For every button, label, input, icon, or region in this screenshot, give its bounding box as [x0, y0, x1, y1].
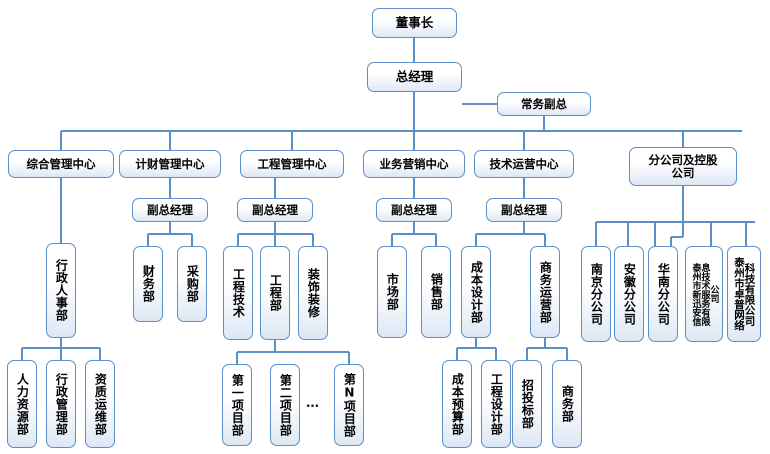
node-engineering-dept[interactable]: 工程部	[260, 246, 290, 340]
node-center-general-management[interactable]: 综合管理中心	[8, 150, 114, 178]
node-project-dept-2[interactable]: 第二项目部	[270, 364, 300, 446]
branch-zhuopu-line-1: 泰州市卓普网络	[733, 257, 745, 331]
node-branch-huanan[interactable]: 华南分公司	[648, 246, 678, 342]
node-center-business-marketing[interactable]: 业务营销中心	[363, 150, 465, 178]
node-hr-dept[interactable]: 人力资源部	[7, 360, 37, 448]
node-vice-gm-finance[interactable]: 副总经理	[132, 198, 208, 222]
node-cost-design-dept[interactable]: 成本设计部	[461, 246, 491, 338]
node-business-dept[interactable]: 商务部	[552, 360, 582, 448]
node-bidding-dept[interactable]: 招投标部	[512, 360, 542, 448]
branch-holding-line-1: 分公司及控股	[648, 153, 718, 168]
node-vice-gm-engineering[interactable]: 副总经理	[237, 198, 313, 222]
node-engineering-tech-dept[interactable]: 工程技术	[223, 246, 253, 340]
project-dept-ellipsis: …	[306, 396, 320, 411]
node-executive-vice-president[interactable]: 常务副总	[497, 92, 591, 116]
node-qualification-ops-dept[interactable]: 资质运维部	[85, 360, 115, 448]
node-business-operations-dept[interactable]: 商务运营部	[530, 246, 560, 338]
node-market-dept[interactable]: 市场部	[377, 246, 407, 338]
node-decoration-dept[interactable]: 装饰装修	[298, 246, 328, 340]
node-center-finance-management[interactable]: 计财管理中心	[119, 150, 221, 178]
node-branch-anhui[interactable]: 安徽分公司	[614, 246, 644, 342]
branch-zhuopu-line-2: 科技有限公司	[743, 262, 756, 326]
branch-xinxun-line-1: 泰州市新迅安信	[690, 262, 701, 326]
node-center-tech-operations[interactable]: 技术运营中心	[474, 150, 574, 178]
node-admin-hr-dept[interactable]: 行政人事部	[46, 243, 76, 338]
node-project-dept-1[interactable]: 第一项目部	[222, 364, 252, 446]
node-purchase-dept[interactable]: 采购部	[177, 246, 207, 322]
node-general-manager[interactable]: 总经理	[367, 62, 462, 92]
node-branch-holding-companies[interactable]: 分公司及控股 公司	[629, 147, 737, 186]
node-cost-budget-dept[interactable]: 成本预算部	[442, 360, 472, 448]
node-vice-gm-marketing[interactable]: 副总经理	[376, 198, 452, 222]
branch-holding-line-2: 公司	[671, 165, 695, 180]
node-chairman[interactable]: 董事长	[372, 8, 457, 38]
branch-xinxun-line-3: 公司	[708, 285, 719, 303]
node-project-dept-n[interactable]: 第N项目部	[334, 364, 364, 446]
node-vice-gm-tech-ops[interactable]: 副总经理	[486, 198, 562, 222]
branch-xinxun-line-2: 息技术服务有限	[699, 262, 710, 326]
node-sales-dept[interactable]: 销售部	[421, 246, 451, 338]
node-branch-nanjing[interactable]: 南京分公司	[581, 246, 611, 342]
node-center-engineering-management[interactable]: 工程管理中心	[240, 150, 344, 178]
node-finance-dept[interactable]: 财务部	[133, 246, 163, 322]
node-branch-xinxun-info-tech[interactable]: 泰州市新迅安信 息技术服务有限 公司	[685, 246, 723, 342]
node-engineering-design-dept[interactable]: 工程设计部	[481, 360, 511, 448]
node-branch-zhuopu-network-tech[interactable]: 泰州市卓普网络 科技有限公司	[727, 246, 761, 342]
node-admin-management-dept[interactable]: 行政管理部	[46, 360, 76, 448]
